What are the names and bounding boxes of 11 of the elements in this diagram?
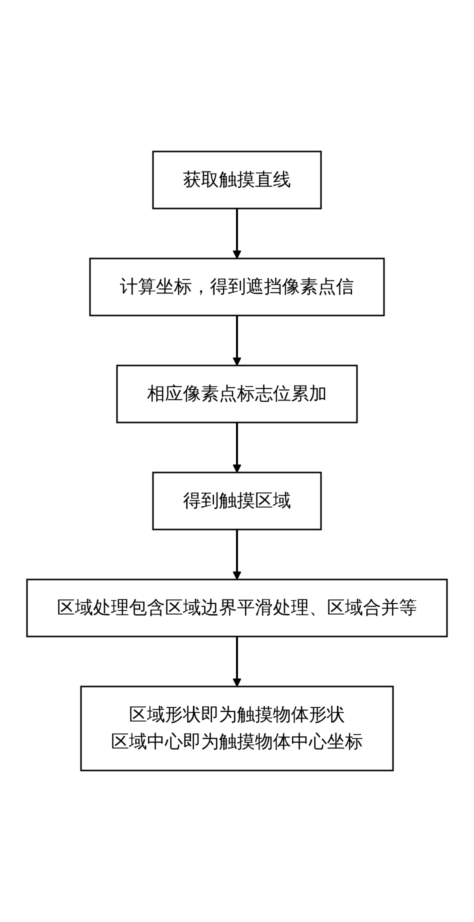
- node-box: 计算坐标，得到遮挡像素点信: [89, 258, 385, 316]
- node-box: 区域处理包含区域边界平滑处理、区域合并等: [26, 578, 448, 638]
- arrow: [232, 316, 242, 366]
- arrow: [232, 208, 242, 259]
- node-box: 获取触摸直线: [152, 150, 322, 210]
- node-box: 得到触摸区域: [152, 472, 322, 530]
- node-box: 相应像素点标志位累加: [116, 364, 358, 424]
- arrow: [232, 422, 242, 473]
- arrow: [232, 636, 242, 687]
- arrow: [232, 530, 242, 580]
- node-box: 区域形状即为触摸物体形状 区域中心即为触摸物体中心坐标: [80, 686, 394, 772]
